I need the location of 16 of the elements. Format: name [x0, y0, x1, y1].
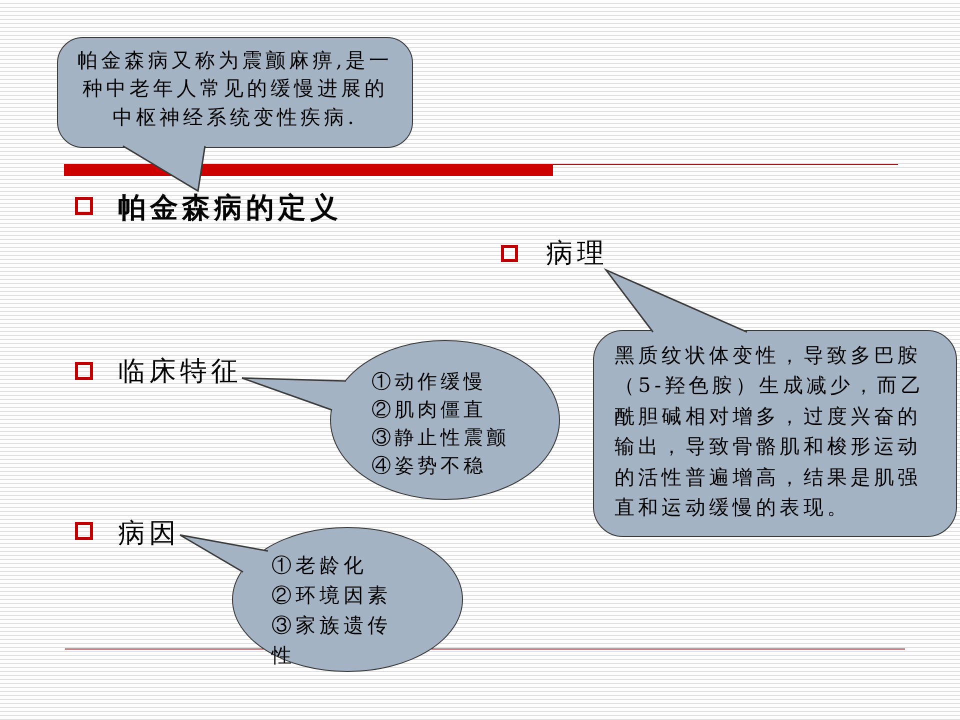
- section-heading: 病理: [546, 238, 608, 270]
- section-heading: 帕金森病的定义: [118, 191, 342, 225]
- callout-tail: [179, 534, 269, 573]
- callout-text: 黑质纹状体变性，导致多巴胺（5-羟色胺）生成减少，而乙酰胆碱相对增多，过度兴奋的输出，导致骨骼肌和梭形运动的活性普遍增高，结果是肌强直和运动缓慢的表现。: [614, 342, 926, 521]
- callout-text: 帕金森病又称为震颤麻痹,是一种中老年人常见的缓慢进展的中枢神经系统变性疾病.: [76, 46, 394, 130]
- section-heading: 临床特征: [118, 356, 242, 388]
- list-item-text: ①动作缓慢: [372, 368, 488, 394]
- list-item-text: ①老龄化: [272, 552, 368, 578]
- callout-tail: [604, 268, 748, 333]
- callout-tail: [241, 377, 347, 411]
- section-heading: 病因: [118, 518, 180, 550]
- list-item-text: ②肌肉僵直: [372, 396, 488, 422]
- list-item-text: ②环境因素: [272, 582, 392, 608]
- list-item-text: ③静止性震颤: [372, 424, 510, 450]
- list-item-text: ④姿势不稳: [372, 452, 488, 478]
- callout-tail: [122, 145, 206, 192]
